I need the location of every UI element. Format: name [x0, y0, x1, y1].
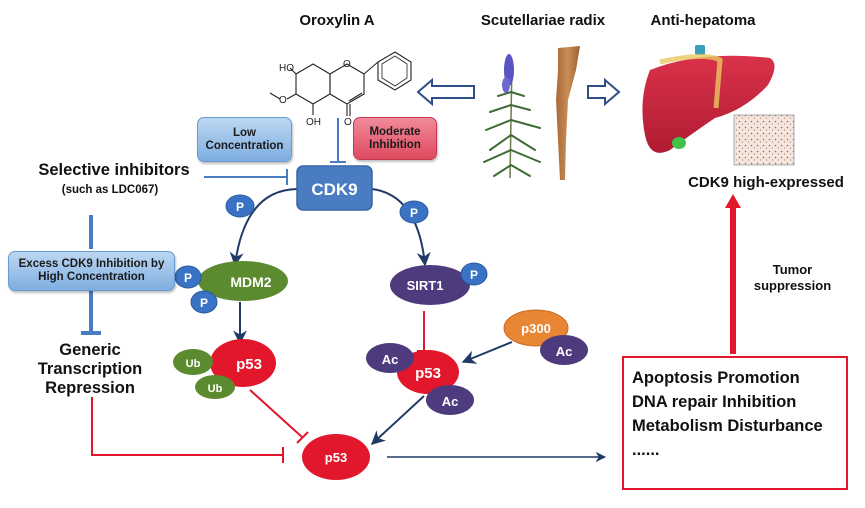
outcome-item: Metabolism Disturbance: [632, 417, 823, 435]
molecule-keto-o-label: O: [344, 117, 352, 128]
ihc-staining-image: [733, 114, 795, 166]
tumor-suppression-arrowhead-icon: [725, 194, 741, 208]
mdm2-phospho-badge-1: P: [174, 265, 202, 289]
outcome-item: ......: [632, 441, 660, 459]
herb-title: Scutellariae radix: [480, 12, 606, 29]
p53ub-inhibition-bar: [296, 431, 309, 444]
selective-inhibitors-example: (such as LDC067): [61, 184, 159, 196]
cdk9-to-mdm2-arrow: [229, 188, 298, 267]
svg-text:P: P: [236, 200, 244, 214]
phospho-badge-right: P: [399, 200, 429, 224]
sirt1-label: SIRT1: [407, 278, 444, 293]
cdk9-high-expressed-label: CDK9 high-expressed: [688, 174, 844, 191]
ubiquitin-badge-1: Ub: [173, 349, 213, 375]
oroxylin-a-structure-icon: [269, 51, 412, 116]
phospho-badge-left: P: [225, 194, 255, 218]
svg-text:P: P: [184, 271, 192, 285]
p53-ub-label: p53: [236, 356, 262, 373]
svg-text:P: P: [410, 206, 418, 220]
p300-to-p53-arrow: [461, 341, 513, 364]
excess-inhibition-box: Excess CDK9 Inhibition by High Concentra…: [8, 251, 175, 291]
svg-text:P: P: [470, 268, 478, 282]
mdm2-node: [198, 261, 288, 301]
svg-text:P: P: [200, 296, 208, 310]
p300-node: [503, 309, 569, 347]
liver-icon: [642, 45, 775, 153]
moderate-inhibition-box: Moderate Inhibition: [353, 117, 437, 160]
scutellaria-root-icon: [556, 46, 580, 180]
low-concentration-box: Low Concentration: [197, 117, 292, 162]
p53-final-label: p53: [325, 450, 347, 465]
p300-label: p300: [521, 321, 551, 336]
p53ub-inhibition-line: [249, 389, 303, 438]
svg-text:Ac: Ac: [382, 352, 399, 367]
ubiquitin-badge-2: Ub: [195, 375, 235, 399]
p53-final-node: [302, 434, 370, 480]
acetyl-badge-p300: Ac: [540, 335, 588, 365]
molecule-oh-label: OH: [306, 117, 321, 128]
svg-text:Ac: Ac: [556, 344, 573, 359]
molecule-ring-o-label: O: [343, 59, 351, 70]
acetyl-badge-1: Ac: [366, 343, 414, 373]
sirt1-node: [390, 265, 470, 305]
acetyl-badge-2: Ac: [426, 385, 474, 415]
p53-ub-node: [210, 339, 276, 387]
mdm2-phospho-badge-2: P: [190, 290, 218, 314]
sirt1-phospho-badge: P: [460, 262, 488, 286]
cdk9-label: CDK9: [311, 180, 357, 199]
svg-text:Ac: Ac: [442, 394, 459, 409]
molecule-methoxy-o-label: O: [279, 95, 287, 106]
hollow-arrow-left-icon: [416, 77, 475, 107]
cdk9-node: [296, 165, 373, 211]
scutellaria-plant-icon: [483, 54, 541, 179]
svg-text:Ub: Ub: [186, 358, 201, 370]
p53-ac-label: p53: [415, 365, 441, 382]
outcomes-box: Apoptosis Promotion DNA repair Inhibitio…: [622, 356, 848, 490]
compound-title: Oroxylin A: [299, 12, 375, 29]
p53ac-to-p53-arrow: [370, 395, 425, 445]
tumor-suppression-label: Tumor suppression: [753, 262, 832, 293]
repression-to-p53-line: [91, 397, 283, 456]
disease-title: Anti-hepatoma: [650, 12, 756, 29]
outcome-item: DNA repair Inhibition: [632, 393, 797, 411]
molecule-ho-label: HO: [279, 63, 294, 74]
selective-inhibitors-label: Selective inhibitors: [38, 161, 190, 179]
outcome-item: Apoptosis Promotion: [632, 369, 800, 387]
hollow-arrow-right-icon: [587, 77, 621, 107]
generic-repression-label: Generic Transcription Repression: [37, 341, 143, 397]
cdk9-to-sirt1-arrow: [371, 188, 431, 267]
svg-text:Ub: Ub: [208, 383, 223, 395]
mdm2-label: MDM2: [230, 274, 271, 290]
